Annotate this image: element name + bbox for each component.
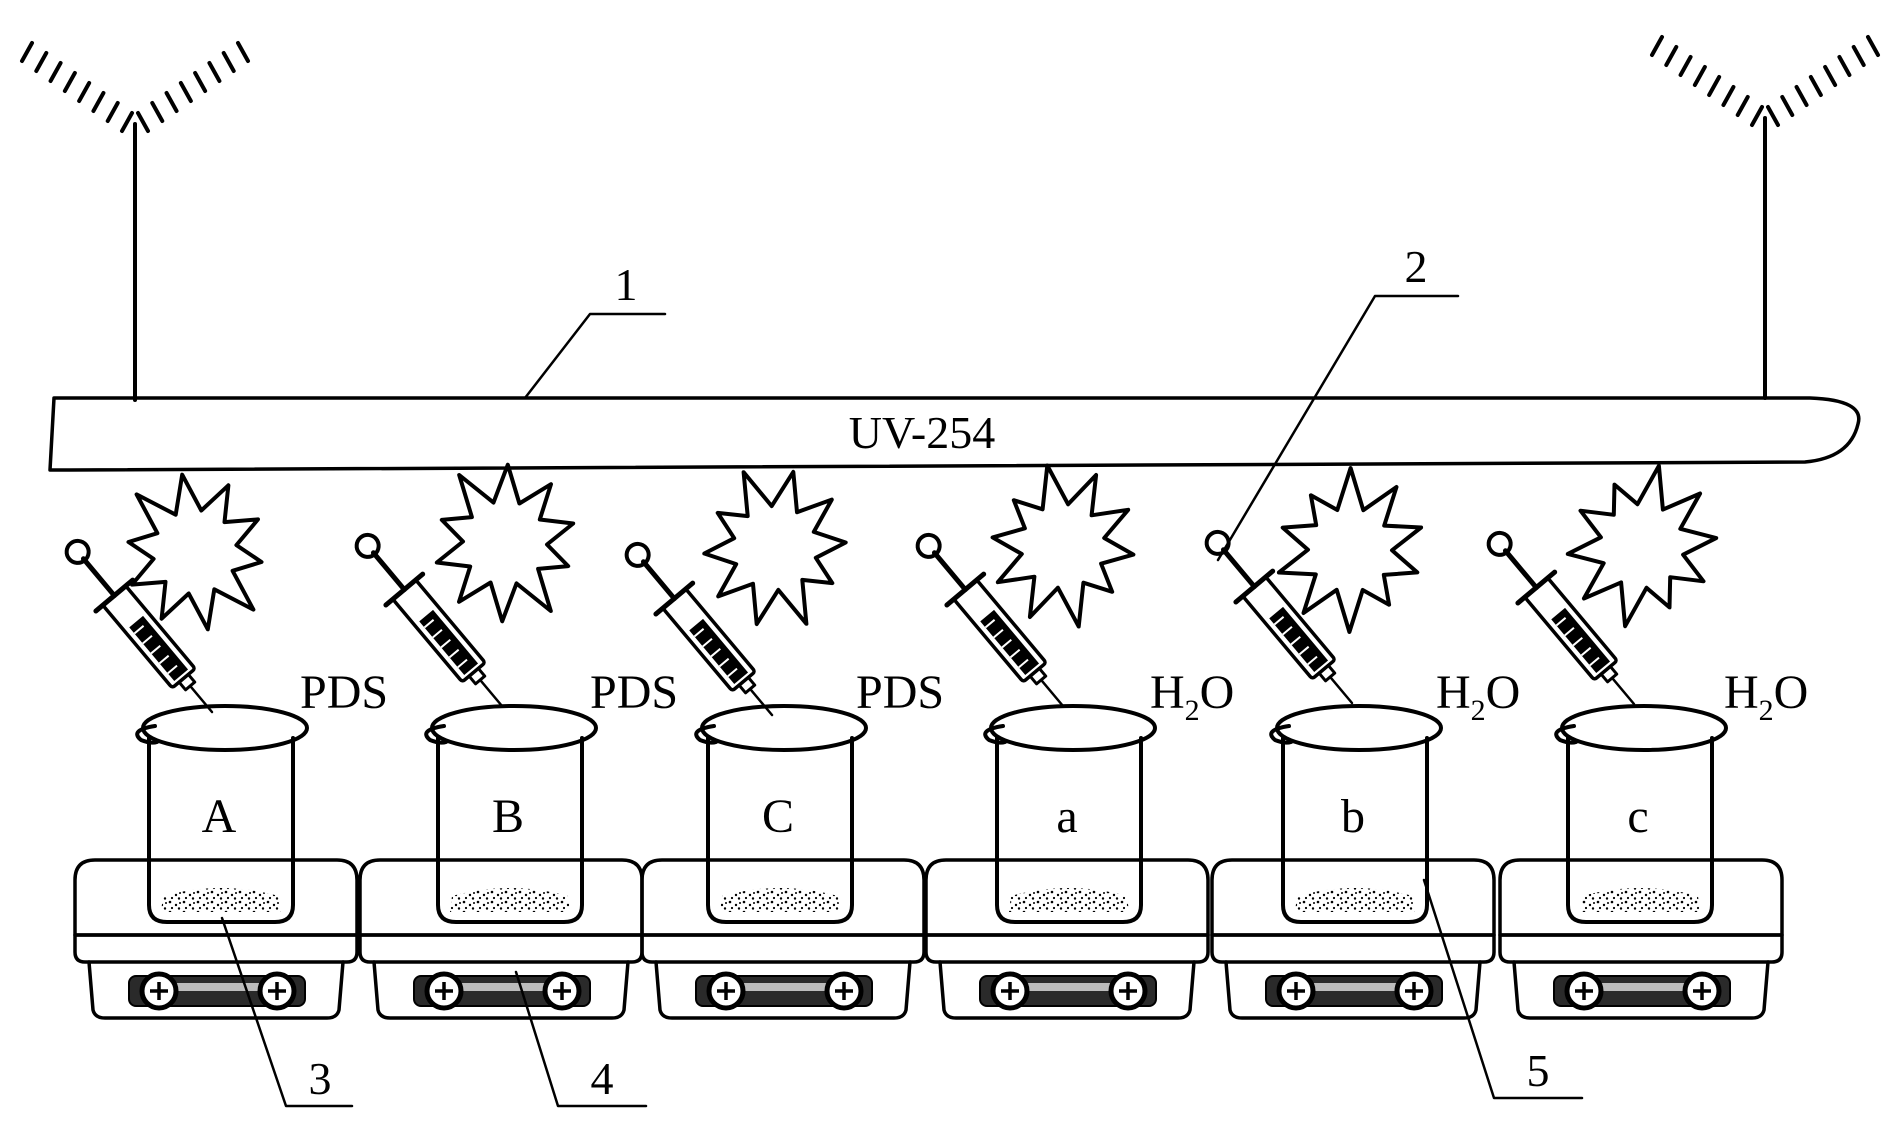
callout-5: 5 bbox=[1422, 878, 1584, 1100]
magnetic-stirrer-icon bbox=[640, 858, 926, 1020]
uv-lamp-tube: UV-254 bbox=[48, 396, 1861, 472]
magnetic-stirrer-icon bbox=[73, 858, 359, 1020]
lamp-label: UV-254 bbox=[849, 407, 996, 458]
syringe-icon bbox=[64, 538, 214, 714]
syringe-icon bbox=[354, 532, 504, 708]
callout-4: 4 bbox=[514, 970, 648, 1108]
lamp-hanger-icon bbox=[20, 41, 250, 402]
callout-number: 4 bbox=[591, 1053, 614, 1104]
callout-number: 1 bbox=[615, 259, 638, 310]
uv-burst-icon bbox=[990, 463, 1136, 629]
uv-burst-icon bbox=[434, 462, 576, 624]
reagent-label: H2O bbox=[1724, 666, 1808, 727]
lamp-hanger-icon bbox=[1650, 35, 1880, 400]
beaker-icon: a bbox=[983, 704, 1157, 924]
magnetic-stirrer-icon bbox=[358, 858, 644, 1020]
magnetic-stirrer-icon bbox=[1498, 858, 1784, 1020]
beaker-icon: c bbox=[1554, 704, 1728, 924]
syringe-icon bbox=[624, 541, 774, 717]
reagent-label: H2O bbox=[1150, 666, 1234, 727]
reaction-station: a H2O bbox=[915, 463, 1234, 1020]
beaker-icon: B bbox=[424, 704, 598, 924]
reaction-station: A PDS bbox=[64, 472, 388, 1020]
vessel-label: c bbox=[1627, 790, 1648, 843]
uv-burst-icon bbox=[702, 469, 848, 627]
reaction-station: b H2O bbox=[1204, 466, 1520, 1020]
reaction-station: B PDS bbox=[354, 462, 678, 1020]
callout-number: 2 bbox=[1405, 241, 1428, 292]
callout-number: 5 bbox=[1527, 1045, 1550, 1096]
reagent-label: PDS bbox=[856, 666, 944, 719]
beaker-icon: C bbox=[694, 704, 868, 924]
callout-2: 2 bbox=[1216, 241, 1460, 562]
reaction-station: C PDS bbox=[624, 469, 944, 1020]
magnetic-stirrer-icon bbox=[924, 858, 1210, 1020]
uv-burst-icon bbox=[1276, 466, 1424, 634]
callout-number: 3 bbox=[309, 1053, 332, 1104]
reagent-label: PDS bbox=[590, 666, 678, 719]
reaction-station: c H2O bbox=[1486, 463, 1808, 1020]
callout-1: 1 bbox=[523, 259, 667, 400]
magnetic-stirrer-icon bbox=[1210, 858, 1496, 1020]
syringe-icon bbox=[915, 532, 1065, 708]
syringe-icon bbox=[1204, 529, 1354, 705]
vessel-label: a bbox=[1056, 790, 1077, 843]
vessel-label: A bbox=[202, 790, 237, 843]
vessel-label: b bbox=[1341, 790, 1365, 843]
callout-3: 3 bbox=[220, 916, 354, 1108]
vessel-label: B bbox=[492, 790, 524, 843]
syringe-icon bbox=[1486, 530, 1636, 706]
reagent-label: H2O bbox=[1436, 666, 1520, 727]
uv-burst-icon bbox=[1565, 463, 1719, 629]
beaker-icon: b bbox=[1269, 704, 1443, 924]
reaction-stations: A PDS B PDS C PDS a H2O b H2O c H2O bbox=[64, 462, 1808, 1020]
beaker-icon: A bbox=[135, 704, 309, 924]
reagent-label: PDS bbox=[300, 666, 388, 719]
vessel-label: C bbox=[762, 790, 794, 843]
uv-burst-icon bbox=[126, 472, 264, 632]
